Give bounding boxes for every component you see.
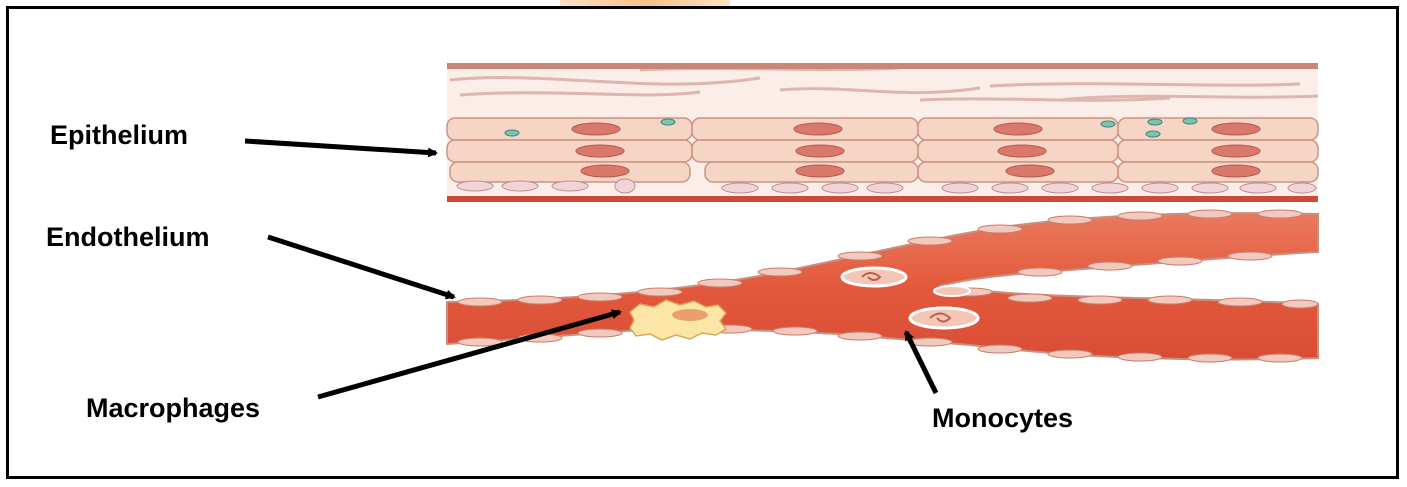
macrophages-label: Macrophages (86, 393, 260, 424)
endothelium-arrow (268, 237, 454, 297)
epithelium-arrow (245, 141, 436, 153)
monocytes-label: Monocytes (932, 403, 1073, 434)
blood-vessel (447, 210, 1318, 362)
macrophage-cell (630, 300, 726, 340)
epithelium-tissue (447, 63, 1318, 202)
basement-membrane (447, 196, 1318, 202)
epithelium-label: Epithelium (50, 120, 188, 151)
endothelium-label: Endothelium (46, 222, 210, 253)
